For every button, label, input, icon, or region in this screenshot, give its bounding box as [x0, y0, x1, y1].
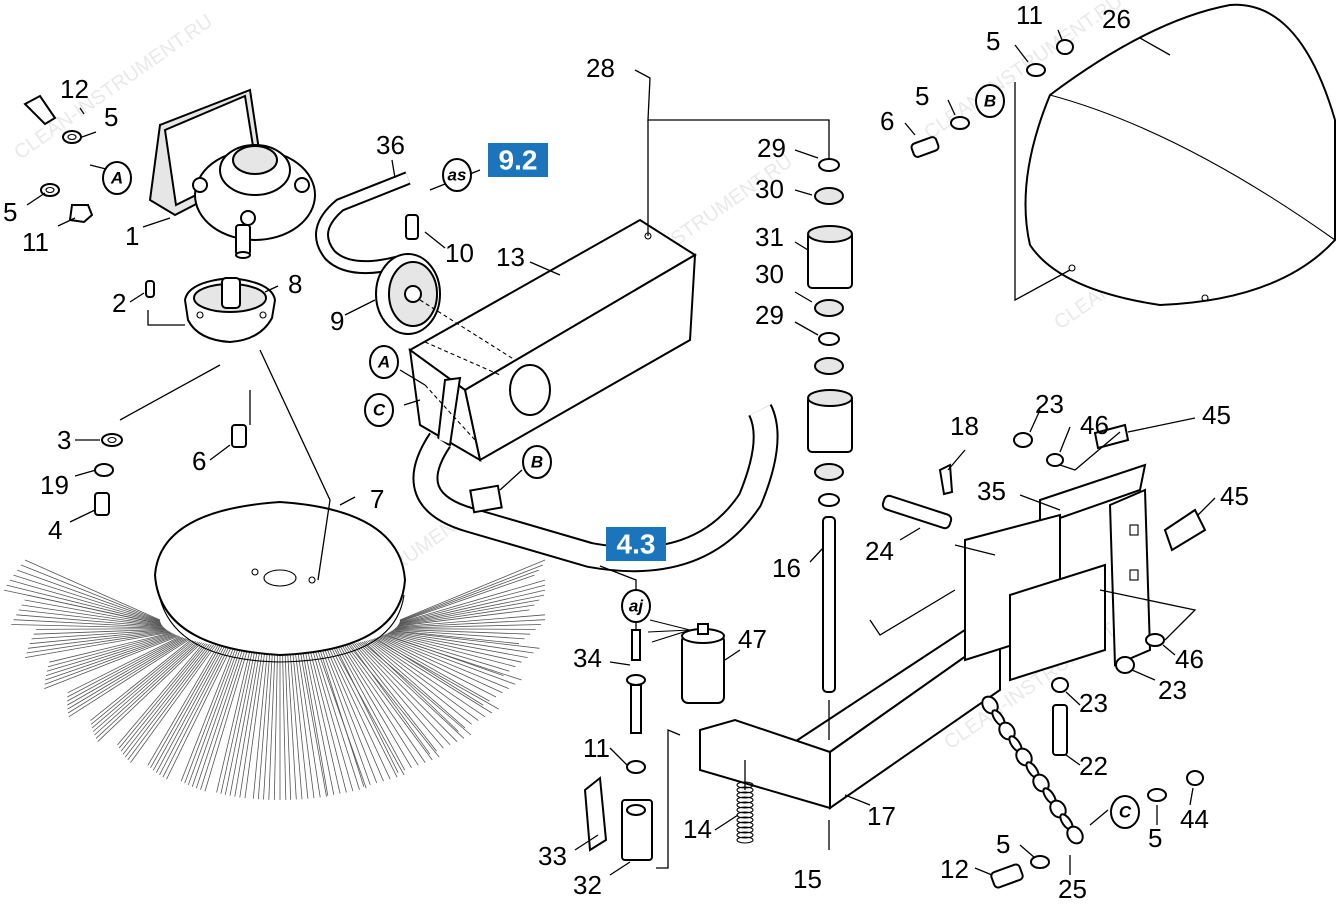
svg-text:C: C	[1119, 803, 1132, 822]
gear-motor-1	[148, 88, 316, 259]
marker-C: C	[1110, 795, 1140, 829]
svg-text:B: B	[531, 453, 543, 472]
label-part-26: 26	[1102, 4, 1131, 34]
brush-7	[3, 559, 546, 800]
label-part-30: 30	[755, 259, 784, 289]
label-part-23: 23	[1035, 389, 1064, 419]
cover-26	[1024, 3, 1336, 307]
hose-36	[315, 171, 411, 275]
label-part-25: 25	[1058, 874, 1087, 904]
label-part-11: 11	[1016, 0, 1043, 30]
frame-arm-13	[408, 218, 697, 463]
label-part-8: 8	[288, 269, 302, 299]
mount-plate-35	[964, 463, 1152, 682]
hardware-right	[881, 39, 1207, 889]
ref-box-4-3[interactable]: 4.3	[606, 527, 666, 561]
label-part-22: 22	[1079, 751, 1108, 781]
ref-box-9-2-label: 9.2	[499, 145, 538, 176]
label-part-33: 33	[538, 841, 567, 871]
hub-8	[183, 276, 277, 344]
label-part-29: 29	[757, 133, 786, 163]
label-part-5: 5	[3, 197, 17, 227]
label-part-35: 35	[977, 476, 1006, 506]
spring-14	[736, 781, 754, 844]
marker-A: A	[369, 345, 399, 379]
marker-B: B	[975, 84, 1005, 118]
svg-text:A: A	[110, 169, 123, 188]
screw-10	[405, 214, 419, 240]
chain-25	[981, 695, 1084, 845]
label-part-18: 18	[950, 411, 979, 441]
nipple-34	[626, 629, 646, 774]
marker-B: B	[522, 445, 552, 479]
label-part-30: 30	[755, 174, 784, 204]
svg-text:B: B	[984, 92, 996, 111]
label-part-5: 5	[1148, 823, 1162, 853]
label-part-10: 10	[445, 238, 474, 268]
part-labels: 12 5 5 11 1 2 8 36 10 13 9 3 19 4 6 7 28…	[3, 0, 1249, 904]
u-handle	[412, 404, 779, 573]
label-part-45: 45	[1220, 481, 1249, 511]
label-part-19: 19	[40, 470, 69, 500]
label-part-24: 24	[865, 536, 894, 566]
marker-C: C	[364, 393, 394, 427]
label-part-31: 31	[755, 222, 784, 252]
clevis-32-33	[583, 776, 653, 861]
label-part-32: 32	[573, 870, 602, 900]
label-part-7: 7	[370, 484, 384, 514]
label-part-12: 12	[60, 74, 89, 104]
label-part-36: 36	[376, 130, 405, 160]
ref-box-4-3-label: 4.3	[617, 529, 656, 560]
label-part-46: 46	[1175, 644, 1204, 674]
marker-as: as	[442, 158, 472, 192]
bracket-17	[699, 618, 1002, 810]
label-part-1: 1	[125, 221, 139, 251]
label-part-15: 15	[793, 864, 822, 894]
svg-text:C: C	[373, 401, 386, 420]
label-part-45: 45	[1202, 400, 1231, 430]
label-part-9: 9	[330, 306, 344, 336]
label-part-2: 2	[112, 288, 126, 318]
marker-aj: aj	[621, 589, 651, 623]
pulley-9	[375, 253, 441, 335]
label-part-4: 4	[48, 515, 62, 545]
svg-text:aj: aj	[629, 597, 644, 616]
label-part-11: 11	[22, 227, 49, 257]
label-part-34: 34	[573, 643, 602, 673]
svg-text:as: as	[448, 166, 467, 185]
brush-disc	[153, 500, 407, 663]
label-part-12: 12	[940, 854, 969, 884]
label-part-5: 5	[996, 829, 1010, 859]
label-part-46: 46	[1080, 410, 1109, 440]
label-part-14: 14	[683, 814, 712, 844]
column-assembly	[807, 158, 853, 693]
marker-A: A	[102, 161, 132, 195]
hardware-left	[23, 94, 247, 516]
label-part-29: 29	[755, 300, 784, 330]
label-part-6: 6	[192, 446, 206, 476]
spray-can-47	[647, 619, 725, 704]
markers: A A B B C C as aj	[102, 84, 1140, 829]
label-part-5: 5	[104, 102, 118, 132]
label-part-3: 3	[57, 425, 71, 455]
label-part-5: 5	[915, 81, 929, 111]
leader-lines	[26, 29, 1216, 876]
label-part-28: 28	[586, 53, 615, 83]
label-part-6: 6	[880, 106, 894, 136]
label-part-16: 16	[772, 553, 801, 583]
label-part-23: 23	[1079, 688, 1108, 718]
label-part-44: 44	[1180, 804, 1209, 834]
label-part-13: 13	[496, 242, 525, 272]
ref-box-9-2[interactable]: 9.2	[488, 143, 548, 177]
label-part-23: 23	[1158, 675, 1187, 705]
label-part-47: 47	[738, 624, 767, 654]
key-2	[145, 280, 155, 298]
label-part-5: 5	[986, 26, 1000, 56]
svg-text:A: A	[377, 353, 390, 372]
label-part-17: 17	[867, 801, 896, 831]
label-part-11: 11	[583, 733, 610, 763]
